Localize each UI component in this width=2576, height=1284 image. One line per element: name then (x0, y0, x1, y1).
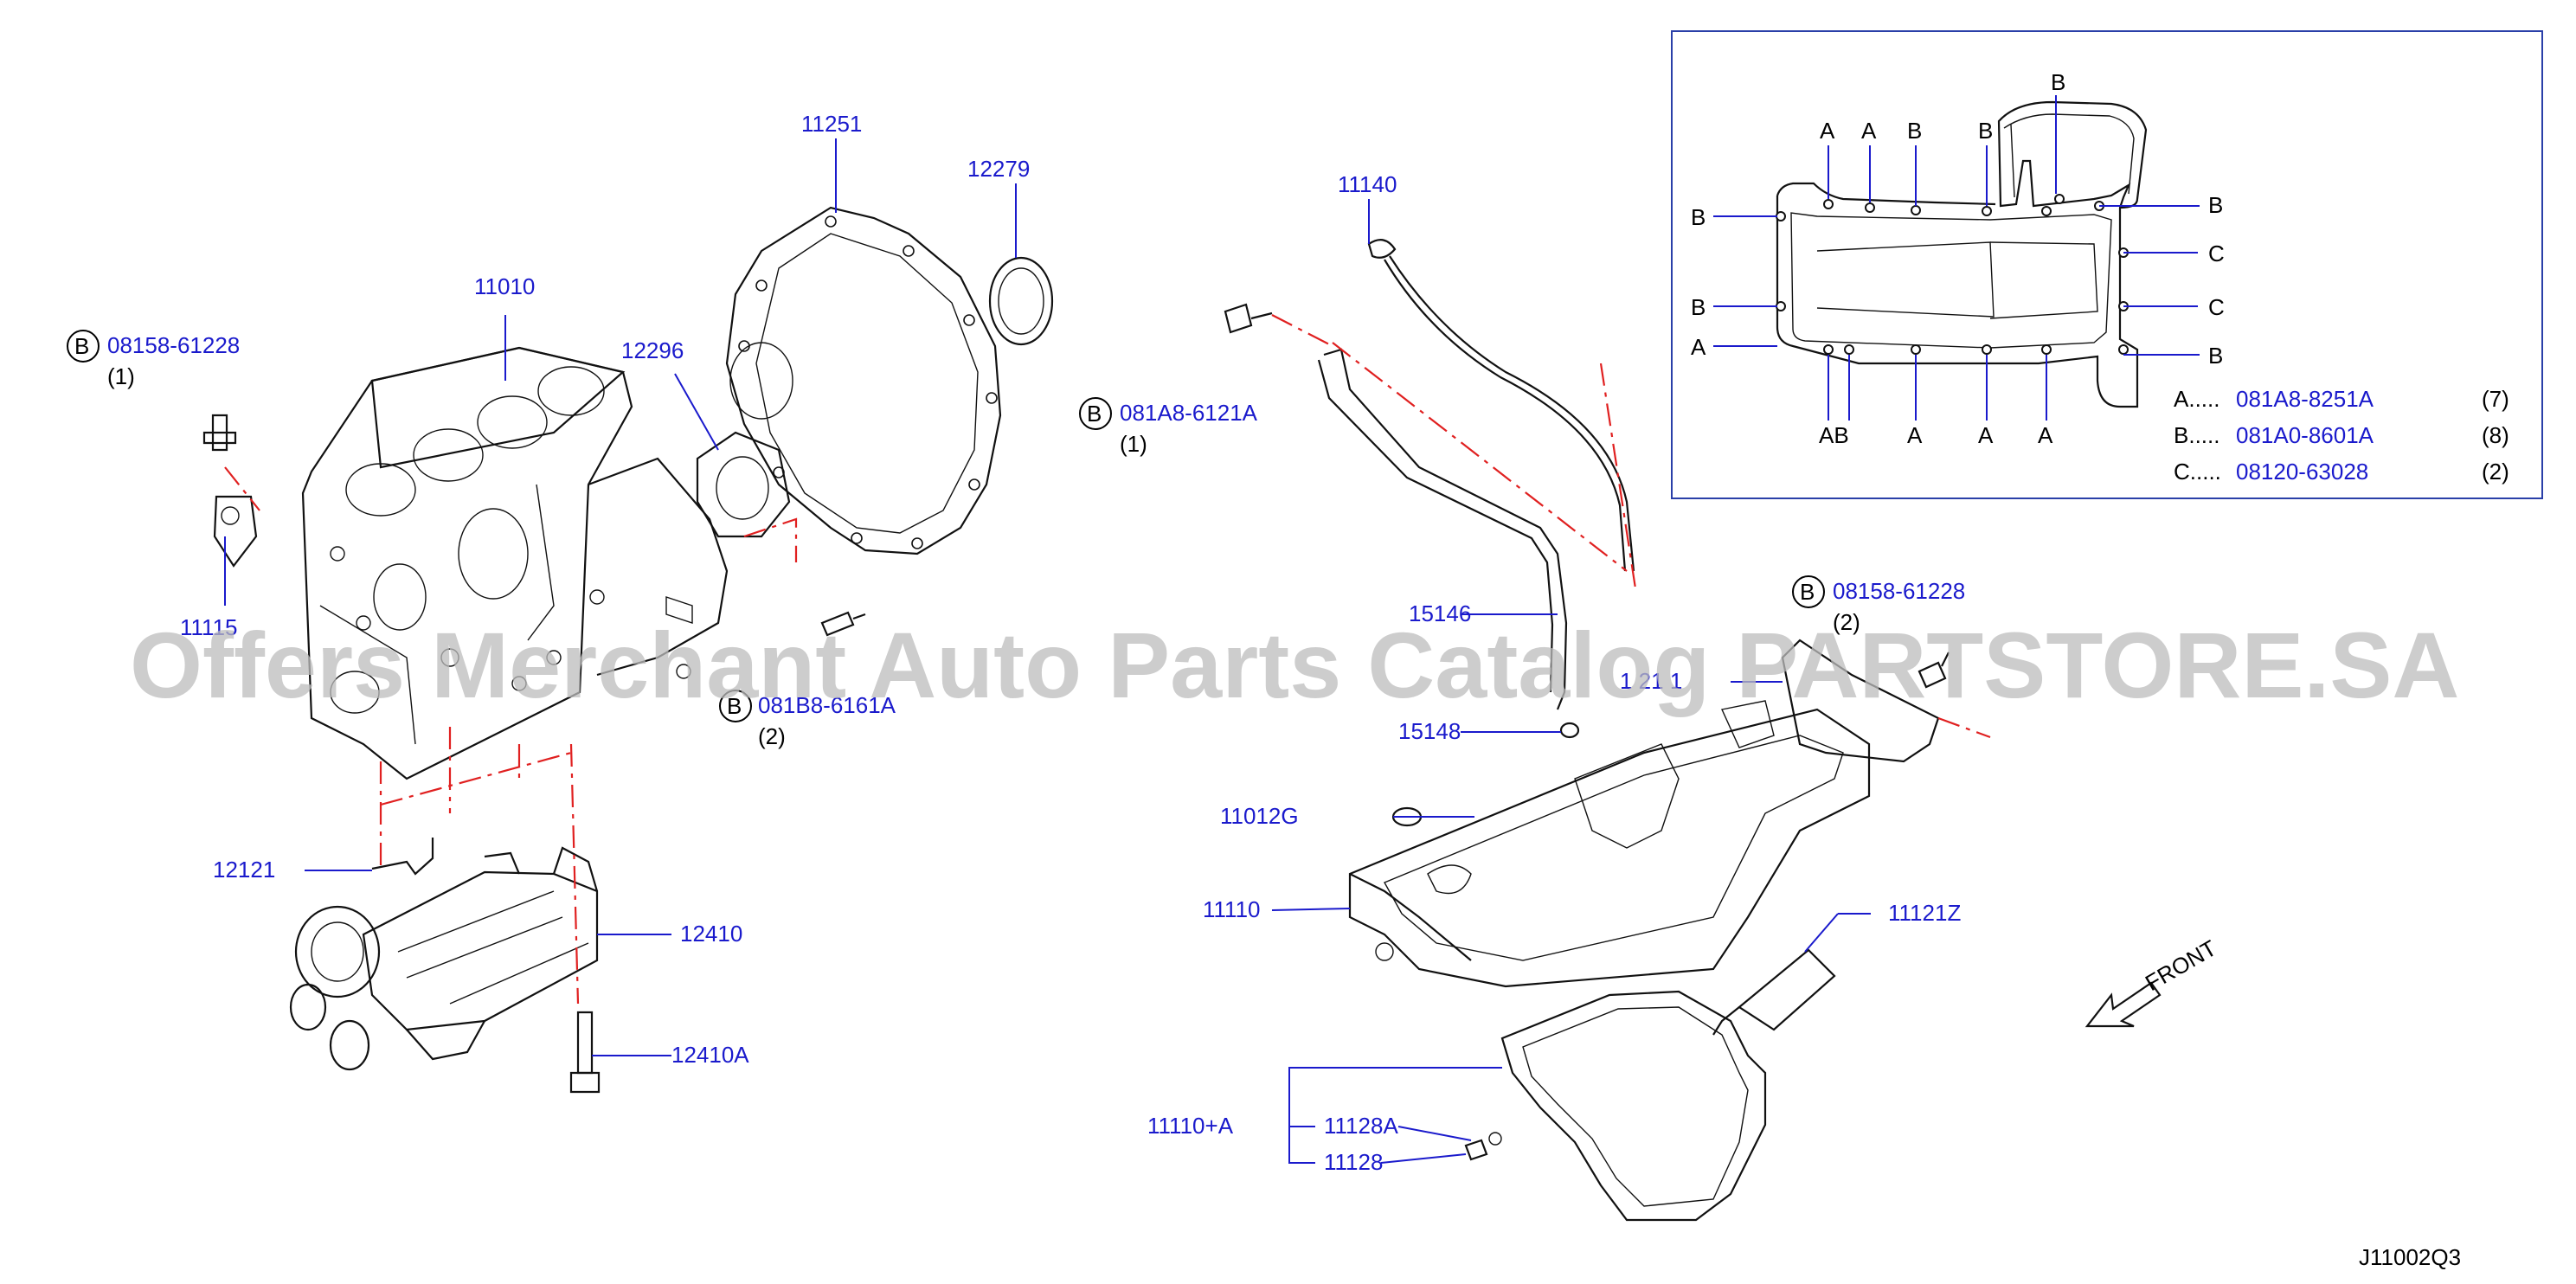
inset-letter: B (2051, 69, 2065, 95)
b-badge-icon (67, 330, 100, 363)
part-number-11110[interactable]: 11110 (1203, 896, 1261, 922)
inset-letter: A (1861, 118, 1877, 144)
inset-letter: B (2208, 343, 2223, 369)
inset-letter: C (2208, 241, 2225, 266)
front-arrow: FRONT (2085, 934, 2221, 1028)
inset-letter: B (1907, 118, 1922, 144)
bolt-part-number[interactable]: 08158-61228 (1833, 578, 1965, 604)
inset-letter: C (2208, 294, 2225, 320)
part-number-12279[interactable]: 12279 (967, 156, 1030, 182)
legend-part-number[interactable]: 08120-63028 (2236, 459, 2368, 485)
legend-qty: (8) (2482, 422, 2509, 448)
sealant-tube-drawing (1712, 948, 1836, 1036)
bolt-callout-center[interactable]: B 081B8-6161A (2) (719, 690, 896, 749)
legend-key: A..... (2174, 386, 2219, 412)
part-number-12410a[interactable]: 12410A (671, 1042, 749, 1068)
part-number-11128[interactable]: 11128 (1324, 1149, 1383, 1175)
b-badge-letter: B (1800, 579, 1815, 605)
watermark: Offers Merchant Auto Parts Catalog PARTS… (130, 613, 2459, 717)
bolt-callout-dipstick[interactable]: B 081A8-6121A (1) (1079, 397, 1258, 457)
legend-key: C..... (2174, 459, 2221, 485)
bolt-drawing (820, 611, 866, 637)
part-number-11012g[interactable]: 11012G (1220, 803, 1299, 829)
bolt-callout-left[interactable]: B 08158-61228 (1) (67, 330, 240, 389)
part-number-12121[interactable]: 12121 (213, 857, 275, 883)
part-number-11128a[interactable]: 11128A (1324, 1113, 1398, 1139)
bolt-callout-oilpan[interactable]: B 08158-61228 (2) (1792, 575, 1965, 635)
lower-oil-pan-drawing (1464, 990, 1767, 1222)
b-badge-letter: B (74, 333, 89, 359)
part-number-11110a[interactable]: 11110+A (1147, 1113, 1234, 1139)
inset-letter: B (2208, 192, 2223, 218)
inset-letter: B (1691, 204, 1706, 230)
b-badge-icon (1792, 575, 1825, 608)
legend-qty: (7) (2482, 386, 2509, 412)
part-number-12296[interactable]: 12296 (621, 337, 684, 363)
knock-sensor-drawing (202, 414, 258, 568)
assembly-phantom-lines (224, 314, 1991, 1005)
legend-qty: (2) (2482, 459, 2509, 485)
front-label: FRONT (2141, 934, 2221, 996)
bolt-part-number[interactable]: 081A8-6121A (1120, 400, 1258, 426)
legend-key: B..... (2174, 422, 2219, 448)
part-number-11115[interactable]: 11115 (180, 614, 238, 640)
diagram-code: J11002Q3 (2359, 1244, 2461, 1270)
bolt-part-number[interactable]: 08158-61228 (107, 332, 240, 358)
rear-plate-drawing (725, 206, 1002, 555)
part-number-11251[interactable]: 11251 (801, 111, 862, 137)
legend-part-number[interactable]: 081A0-8601A (2236, 422, 2374, 448)
upper-oil-pan-drawing (1348, 639, 1940, 988)
oil-pan-bolt-drawing (1918, 652, 1950, 689)
o-ring-drawing (1559, 722, 1580, 739)
oil-pump-drawing (289, 838, 601, 1094)
cylinder-block-drawing (301, 346, 729, 780)
inset-letter: A (2038, 422, 2053, 448)
leader-lines (224, 138, 1871, 1164)
inset-letter: A (1907, 422, 1923, 448)
part-number-partial[interactable]: 1 21 1 (1620, 668, 1682, 694)
bolt-qty: (1) (1120, 431, 1147, 457)
inset-legend: A..... 081A8-8251A (7) B..... 081A0-8601… (2174, 386, 2509, 485)
part-number-11140[interactable]: 11140 (1338, 171, 1397, 197)
seal-retainer-drawing (696, 431, 791, 538)
inset-letter: A (1978, 422, 1994, 448)
part-labels: 11010 11251 12279 12296 11140 15146 1514… (180, 111, 1961, 1175)
rear-oil-seal-drawing (988, 256, 1054, 346)
part-number-12410[interactable]: 12410 (680, 921, 742, 947)
bolt-qty: (2) (758, 723, 786, 749)
b-badge-icon (1079, 397, 1112, 430)
legend-part-number[interactable]: 081A8-8251A (2236, 386, 2374, 412)
part-number-11010[interactable]: 11010 (474, 273, 535, 299)
part-number-11121z[interactable]: 11121Z (1888, 900, 1961, 926)
part-number-15146[interactable]: 15146 (1409, 600, 1471, 626)
b-badge-letter: B (1087, 401, 1102, 427)
inset-letter: A (1691, 334, 1706, 360)
inset-letter: B (1978, 118, 1993, 144)
inset-frame (1671, 30, 2543, 499)
part-number-15148[interactable]: 15148 (1398, 718, 1461, 744)
front-arrow-icon (2085, 981, 2162, 1028)
inset-letter: B (1691, 294, 1706, 320)
inset-bolt-layout: B A A B B B B A B C C B AB A A A A..... … (1671, 30, 2543, 499)
inset-letter: A (1820, 118, 1835, 144)
bolt-qty: (2) (1833, 609, 1860, 635)
bolt-part-number[interactable]: 081B8-6161A (758, 692, 896, 718)
dipstick-drawing (1224, 239, 1635, 710)
b-badge-letter: B (727, 693, 742, 719)
inset-letter: AB (1819, 422, 1849, 448)
bolt-qty: (1) (107, 363, 135, 389)
b-badge-icon (719, 690, 752, 722)
